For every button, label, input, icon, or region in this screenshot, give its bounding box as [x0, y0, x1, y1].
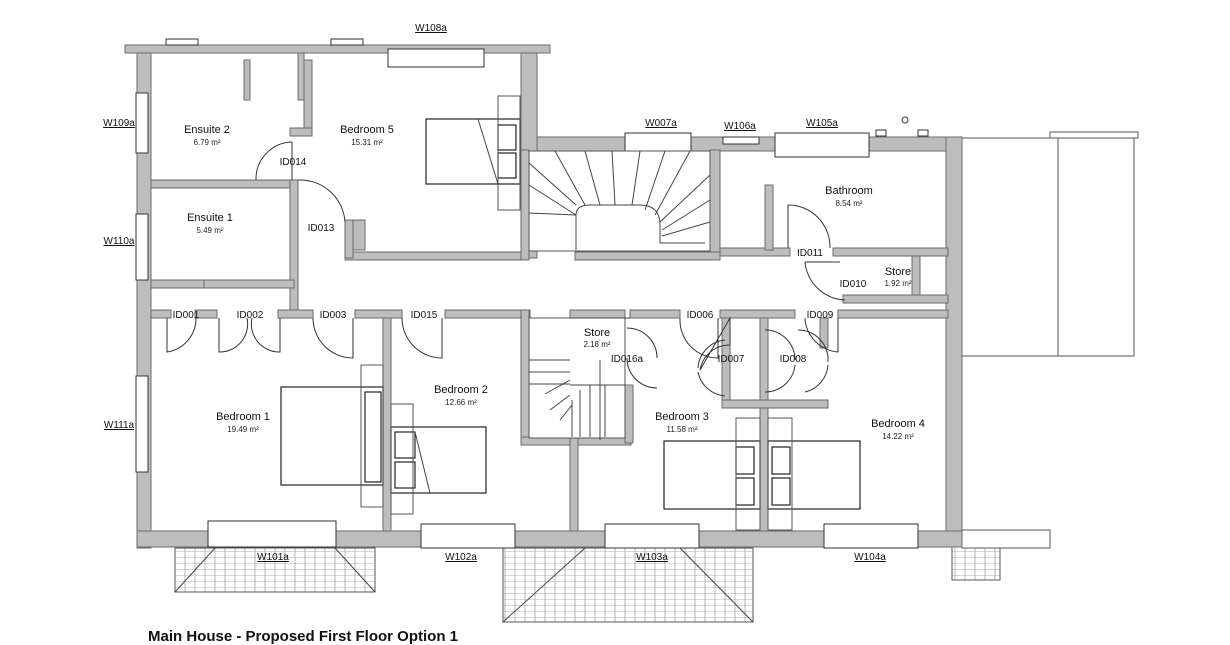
- window-tag-w101a: W101a: [257, 552, 289, 563]
- svg-text:Bedroom 5: Bedroom 5: [340, 124, 394, 136]
- svg-text:19.49 m²: 19.49 m²: [227, 425, 259, 434]
- drawing-title: Main House - Proposed First Floor Option…: [148, 628, 459, 645]
- svg-text:11.58 m²: 11.58 m²: [667, 425, 698, 434]
- door-tag-id013: ID013: [308, 223, 335, 234]
- room-bedroom3-label: Bedroom 3 11.58 m²: [655, 411, 709, 434]
- terrace-centre: [502, 547, 754, 623]
- svg-text:5.49 m²: 5.49 m²: [196, 226, 223, 235]
- room-store2-label: Store 2.18 m²: [583, 327, 610, 349]
- window-tag-w104a: W104a: [854, 552, 886, 563]
- room-store1-label: Store 1.92 m²: [884, 266, 911, 288]
- window-tag-w111a: W111a: [104, 420, 135, 431]
- door-tag-id006: ID006: [687, 310, 714, 321]
- bed-bedroom5: [425, 95, 521, 211]
- window-tag-w007a: W007a: [645, 118, 677, 129]
- door-tag-id001: ID001: [173, 310, 200, 321]
- svg-text:15.31 m²: 15.31 m²: [351, 138, 383, 147]
- svg-text:2.18 m²: 2.18 m²: [583, 340, 610, 349]
- svg-text:Bedroom 2: Bedroom 2: [434, 384, 488, 396]
- beds-bedroom3: [663, 417, 761, 531]
- svg-text:Bedroom 3: Bedroom 3: [655, 411, 709, 423]
- bed-bedroom1: [280, 364, 384, 508]
- svg-text:1.92 m²: 1.92 m²: [884, 279, 911, 288]
- room-ensuite2-label: Ensuite 2 6.79 m²: [184, 124, 230, 147]
- window-tag-w110a: W110a: [104, 236, 135, 247]
- secondary-stair: [528, 317, 626, 439]
- door-tag-id015: ID015: [411, 310, 438, 321]
- beds-bedroom4: [767, 417, 861, 531]
- door-tag-id009: ID009: [807, 310, 834, 321]
- room-bedroom5-label: Bedroom 5 15.31 m²: [340, 124, 394, 147]
- door-swings: [166, 141, 846, 440]
- svg-text:12.66 m²: 12.66 m²: [445, 398, 477, 407]
- door-tag-id016a: ID016a: [611, 354, 644, 365]
- bed-bedroom2: [390, 403, 487, 515]
- window-tags: W108a W109a W110a W111a W007a W106a W105…: [103, 23, 886, 563]
- door-tags: ID001 ID002 ID003 ID015 ID016a ID006 ID0…: [173, 157, 867, 365]
- svg-text:Ensuite 2: Ensuite 2: [184, 124, 230, 136]
- svg-text:6.79 m²: 6.79 m²: [193, 138, 220, 147]
- room-bedroom4-label: Bedroom 4 14.22 m²: [871, 418, 925, 441]
- svg-text:14.22 m²: 14.22 m²: [882, 432, 914, 441]
- window-tag-w108a: W108a: [415, 23, 447, 34]
- main-stair: [528, 150, 711, 252]
- window-tag-w103a: W103a: [636, 552, 668, 563]
- room-bathroom-label: Bathroom 8.54 m²: [825, 185, 873, 208]
- terrace-right: [951, 545, 1001, 581]
- door-tag-id003: ID003: [320, 310, 347, 321]
- svg-text:8.54 m²: 8.54 m²: [835, 199, 862, 208]
- window-tag-w102a: W102a: [445, 552, 477, 563]
- svg-text:Bedroom 4: Bedroom 4: [871, 418, 925, 430]
- window-tag-w109a: W109a: [103, 118, 135, 129]
- svg-text:Store: Store: [885, 266, 911, 278]
- window-tag-w105a: W105a: [806, 118, 838, 129]
- terrace-left: [174, 547, 376, 593]
- door-tag-id002: ID002: [237, 310, 264, 321]
- windows: [135, 38, 929, 549]
- room-bedroom2-label: Bedroom 2 12.66 m²: [434, 384, 488, 407]
- door-tag-id007: ID007: [718, 354, 745, 365]
- svg-text:Store: Store: [584, 327, 610, 339]
- door-tag-id010: ID010: [840, 279, 867, 290]
- svg-text:Bedroom 1: Bedroom 1: [216, 411, 270, 423]
- svg-text:Ensuite 1: Ensuite 1: [187, 212, 233, 224]
- room-bedroom1-label: Bedroom 1 19.49 m²: [216, 411, 270, 434]
- annex-outline: [961, 131, 1139, 549]
- door-tag-id011: ID011: [797, 248, 823, 259]
- window-tag-w106a: W106a: [724, 121, 756, 132]
- room-ensuite1-label: Ensuite 1 5.49 m²: [187, 212, 233, 235]
- door-tag-id014: ID014: [280, 157, 307, 168]
- door-tag-id008: ID008: [780, 354, 807, 365]
- svg-text:Bathroom: Bathroom: [825, 185, 873, 197]
